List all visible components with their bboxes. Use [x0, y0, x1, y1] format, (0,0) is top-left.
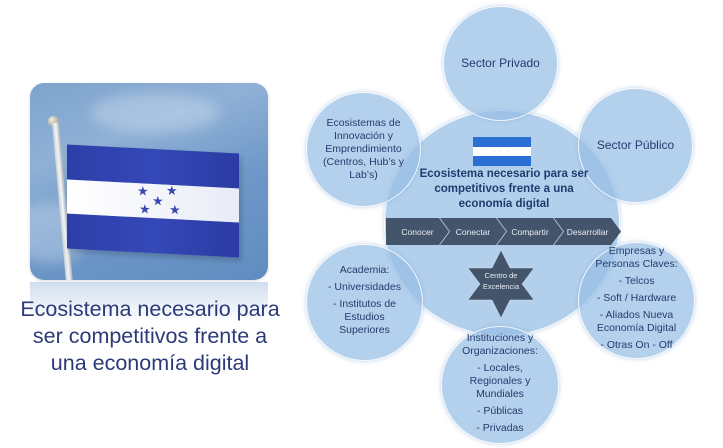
center-title-line: economía digital [458, 198, 550, 210]
circle-sector-privado: Sector Privado [443, 6, 558, 121]
circle-item: - Otras On - Off [600, 339, 673, 351]
center-honduras-flag-icon: · · · [473, 137, 531, 166]
circle-label-line: Ecosistemas de [326, 117, 401, 129]
process-chevrons: Conocer Conectar Compartir Desarrollar [386, 218, 621, 245]
circle-label-line: Emprendimiento [325, 143, 402, 155]
slide-title-line: una economía digital [50, 351, 250, 375]
circle-item: - Institutos de Estudios Superiores [332, 298, 397, 336]
six-point-star-icon [468, 250, 534, 318]
process-step-conocer: Conocer [386, 218, 449, 245]
star-icon: ★ [137, 183, 149, 200]
process-step-conectar: Conectar [440, 218, 506, 245]
circle-item: - Locales, Regionales y Mundiales [469, 361, 531, 400]
flagpole-finial [48, 116, 59, 127]
circle-instituciones: Instituciones y Organizaciones: - Locale… [441, 326, 559, 444]
photo-reflection [30, 282, 268, 322]
circle-label-line: Innovación y [334, 130, 393, 142]
star-icon: ★ [139, 201, 151, 218]
star-icon: ★ [166, 183, 178, 199]
center-title: Ecosistema necesario para ser competitiv… [404, 167, 604, 212]
circle-item: - Telcos [618, 275, 655, 287]
circle-empresas: Empresas y Personas Claves: - Telcos - S… [578, 242, 695, 359]
circle-item: - Aliados Nueva Economía Digital [596, 309, 677, 334]
circle-label-line: Lab’s) [349, 169, 378, 181]
process-step-compartir: Compartir [497, 218, 563, 245]
circle-item: - Privadas [476, 421, 524, 434]
centro-excelencia-label: Centro de Excelencia [468, 270, 534, 292]
honduras-flag-photo: ★ ★ ★ ★ ★ [30, 83, 268, 280]
hub-label-line: Excelencia [482, 282, 520, 291]
flag-band-blue [473, 137, 531, 147]
circle-label: Sector Privado [461, 56, 540, 70]
circle-sector-publico: Sector Público [578, 88, 693, 203]
slide-title-line: ser competitivos frente a [32, 324, 268, 348]
circle-title: Empresas y Personas Claves: [595, 245, 678, 270]
circle-item: - Soft / Hardware [596, 292, 677, 304]
circle-innovacion: Ecosistemas de Innovación y Emprendimien… [306, 92, 421, 207]
honduras-flag: ★ ★ ★ ★ ★ [67, 144, 239, 258]
star-icon: ★ [152, 193, 164, 210]
circle-academia: Academia: - Universidades - Institutos d… [306, 244, 423, 361]
flag-band-blue [473, 156, 531, 166]
cloud-decoration [90, 93, 220, 133]
star-icon: ★ [169, 202, 181, 219]
center-title-line: Ecosistema necesario para ser [419, 168, 589, 180]
process-step-desarrollar: Desarrollar [554, 218, 621, 245]
hub-label-line: Centro de [484, 271, 518, 280]
circle-title: Instituciones y Organizaciones: [462, 331, 538, 357]
circle-item: - Públicas [476, 404, 524, 417]
center-title-line: competitivos frente a una [434, 183, 574, 195]
flag-stars: · · · [493, 148, 511, 155]
slide-title: Ecosistema necesario para ser competitiv… [10, 296, 290, 377]
circle-item: - Universidades [328, 281, 401, 293]
flag-band-white: · · · [473, 146, 531, 157]
slide-title-line: Ecosistema necesario para [20, 297, 280, 321]
circle-label-line: (Centros, Hub’s y [323, 156, 404, 168]
circle-label: Sector Público [596, 138, 675, 152]
circle-title: Academia: [339, 264, 390, 276]
